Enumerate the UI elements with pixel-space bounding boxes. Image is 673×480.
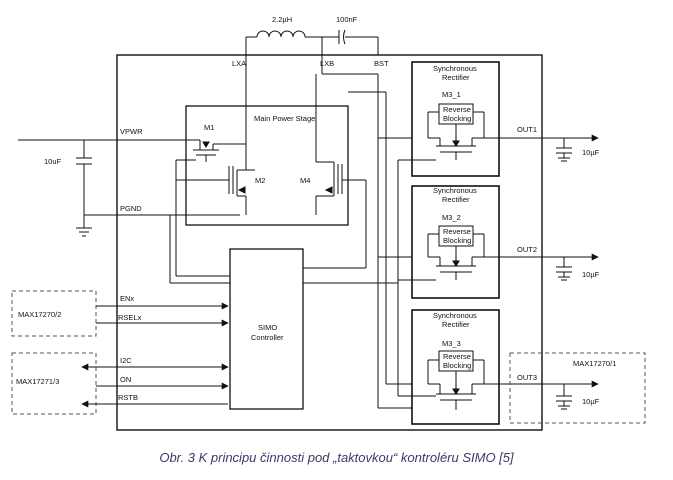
rectifier-2-mosfet: M3_2 bbox=[442, 213, 461, 222]
pin-i2c: I2C bbox=[120, 356, 132, 365]
output-lines bbox=[484, 134, 599, 388]
mosfet-m1 bbox=[193, 140, 246, 162]
label-max172701: MAX17270/1 bbox=[573, 359, 616, 368]
rectifier-2-title2: Rectifier bbox=[442, 195, 470, 204]
rectifier-2-mosfet-symbol bbox=[427, 233, 485, 280]
controller-line2: Controller bbox=[251, 333, 284, 342]
pin-enx: ENx bbox=[120, 294, 134, 303]
rectifier-1-rb2: Blocking bbox=[443, 114, 471, 123]
vpwr-line bbox=[18, 139, 200, 158]
inductor-value: 2.2µH bbox=[272, 15, 292, 24]
box-max17271 bbox=[11, 352, 97, 415]
rectifier-3-title1: Synchronous bbox=[433, 311, 477, 320]
rectifier-1 bbox=[411, 61, 500, 177]
output-cap-3 bbox=[556, 384, 572, 410]
m4-label: M4 bbox=[300, 176, 310, 185]
main-power-stage-title: Main Power Stage bbox=[254, 114, 315, 123]
pin-out2: OUT2 bbox=[517, 245, 537, 254]
figure-caption: Obr. 3 K principu činnosti pod „taktovko… bbox=[159, 450, 514, 465]
simo-controller bbox=[229, 248, 304, 410]
box-max17270 bbox=[11, 290, 97, 337]
control-signals bbox=[81, 302, 229, 408]
pin-lxb: LXB bbox=[320, 59, 334, 68]
pin-rstb: RSTB bbox=[118, 393, 138, 402]
m1-label: M1 bbox=[204, 123, 214, 132]
rectifier-1-rb1: Reverse bbox=[443, 105, 471, 114]
rectifier-2 bbox=[411, 185, 500, 299]
rectifier-2-title1: Synchronous bbox=[433, 186, 477, 195]
pin-out1: OUT1 bbox=[517, 125, 537, 134]
pin-bst: BST bbox=[374, 59, 389, 68]
capacitor-top bbox=[338, 29, 379, 55]
rectifier-1-mosfet-symbol bbox=[427, 111, 485, 160]
rectifier-3-rb1: Reverse bbox=[443, 352, 471, 361]
rectifier-1-title2: Rectifier bbox=[442, 73, 470, 82]
cap-out2-value: 10µF bbox=[582, 270, 600, 279]
label-max17270: MAX17270/2 bbox=[18, 310, 61, 319]
pin-rselx: RSELx bbox=[118, 313, 142, 322]
mosfet-m2 bbox=[176, 166, 255, 215]
rectifier-1-title1: Synchronous bbox=[433, 64, 477, 73]
pin-pgnd: PGND bbox=[120, 204, 142, 213]
capacitor-top-value: 100nF bbox=[336, 15, 358, 24]
gate-drive-lines bbox=[169, 159, 436, 397]
rectifier-3-title2: Rectifier bbox=[442, 320, 470, 329]
rectifier-bus bbox=[322, 73, 412, 409]
output-cap-2 bbox=[556, 257, 572, 281]
pin-out3: OUT3 bbox=[517, 373, 537, 382]
main-power-stage bbox=[185, 105, 349, 226]
pin-on: ON bbox=[120, 375, 131, 384]
rectifier-3-rb2: Blocking bbox=[443, 361, 471, 370]
rectifier-3-mosfet: M3_3 bbox=[442, 339, 461, 348]
cap-out1-value: 10µF bbox=[582, 148, 600, 157]
pin-vpwr: VPWR bbox=[120, 127, 143, 136]
inductor bbox=[245, 30, 339, 55]
rectifier-1-mosfet: M3_1 bbox=[442, 90, 461, 99]
controller-line1: SIMO bbox=[258, 323, 277, 332]
output-cap-1 bbox=[556, 138, 572, 162]
capacitor-left-value: 10uF bbox=[44, 157, 62, 166]
rectifier-3 bbox=[411, 309, 500, 425]
mosfet-m4 bbox=[315, 55, 366, 215]
rectifier-2-rb2: Blocking bbox=[443, 236, 471, 245]
cap-out3-value: 10µF bbox=[582, 397, 600, 406]
box-max172701 bbox=[509, 352, 646, 424]
pin-lxa: LXA bbox=[232, 59, 246, 68]
rectifier-3-mosfet-symbol bbox=[427, 359, 485, 410]
label-max17271: MAX17271/3 bbox=[16, 377, 59, 386]
ic-outline bbox=[116, 54, 543, 431]
capacitor-left bbox=[76, 157, 92, 237]
m2-label: M2 bbox=[255, 176, 265, 185]
rectifier-2-rb1: Reverse bbox=[443, 227, 471, 236]
